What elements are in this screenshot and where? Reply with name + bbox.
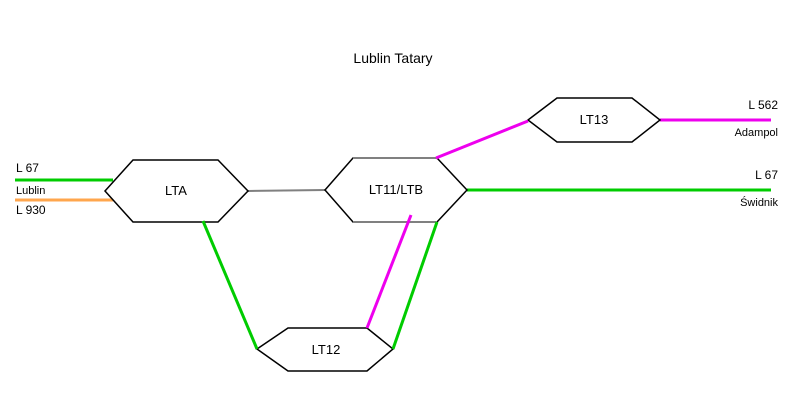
destination-swidnik: Świdnik bbox=[740, 196, 778, 209]
destination-lublin: Lublin bbox=[16, 185, 45, 197]
station-label-lta: LTA bbox=[165, 183, 187, 198]
line-lt11-lt12-green bbox=[391, 221, 439, 350]
station-label-lt11: LT11/LTB bbox=[369, 182, 423, 197]
station-node-lt13[interactable] bbox=[526, 97, 662, 143]
diagram-title: Lublin Tatary bbox=[353, 50, 432, 66]
line-number-l562-east: L 562 bbox=[748, 98, 778, 112]
line-number-l930-west: L 930 bbox=[16, 203, 46, 217]
line-lta-lt12-green bbox=[201, 220, 259, 350]
line-lt11-lt13-magenta bbox=[435, 119, 529, 160]
line-lt11-lt12-magenta bbox=[365, 214, 413, 329]
station-node-lta[interactable] bbox=[103, 159, 250, 223]
line-number-l67-east: L 67 bbox=[755, 168, 778, 182]
station-label-lt12: LT12 bbox=[312, 342, 341, 357]
line-number-l67-west: L 67 bbox=[16, 161, 39, 175]
station-label-lt13: LT13 bbox=[580, 112, 609, 127]
destination-adampol: Adampol bbox=[735, 127, 778, 139]
connector-lta-lt11 bbox=[247, 189, 326, 192]
